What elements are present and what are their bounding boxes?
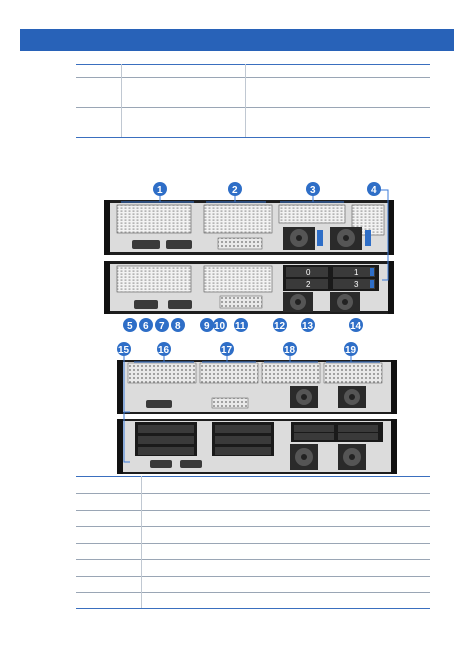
callout-4: 4	[367, 182, 381, 196]
svg-text:5: 5	[127, 321, 133, 332]
callout-9: 9	[200, 318, 214, 332]
callout-group-bottom: 15 16 17 18 19	[117, 342, 358, 356]
table-col-divider	[121, 64, 122, 137]
chassis-d	[117, 419, 397, 474]
table-rule	[76, 543, 430, 544]
svg-text:18: 18	[284, 345, 296, 356]
callout-13: 13	[301, 318, 315, 332]
svg-text:2: 2	[232, 185, 238, 196]
table-rule	[76, 576, 430, 577]
callout-17: 17	[220, 342, 234, 356]
callout-12: 12	[273, 318, 287, 332]
callout-14: 14	[349, 318, 363, 332]
svg-text:19: 19	[345, 345, 357, 356]
svg-text:1: 1	[157, 185, 163, 196]
table-col-divider	[245, 64, 246, 137]
table-rule	[76, 559, 430, 560]
callout-8: 8	[171, 318, 185, 332]
table-rule	[76, 608, 430, 609]
chassis-b: 0 1 2 3	[104, 261, 394, 314]
svg-text:14: 14	[350, 321, 362, 332]
callout-2: 2	[228, 182, 242, 196]
drive-label: 3	[354, 280, 359, 289]
callout-1: 1	[153, 182, 167, 196]
callout-19: 19	[344, 342, 358, 356]
callout-3: 3	[306, 182, 320, 196]
table-rule	[76, 107, 430, 108]
callout-5: 5	[123, 318, 137, 332]
chassis-a	[104, 200, 394, 255]
table-rule	[76, 592, 430, 593]
svg-text:4: 4	[371, 185, 377, 196]
svg-text:11: 11	[235, 321, 246, 332]
callout-10: 10	[213, 318, 227, 332]
table-rule	[76, 476, 430, 477]
callout-6: 6	[139, 318, 153, 332]
callout-15: 15	[117, 342, 131, 356]
section-header-bar	[20, 29, 454, 51]
drive-label: 0	[306, 268, 311, 277]
drive-label: 2	[306, 280, 311, 289]
table-rule	[76, 510, 430, 511]
drive-label: 1	[354, 268, 359, 277]
svg-text:13: 13	[302, 321, 314, 332]
table-rule	[76, 493, 430, 494]
table-rule	[76, 526, 430, 527]
table-col-divider	[141, 476, 142, 608]
callout-group-top: 1 2 3 4 5 6 7 8 9 10 11 12 13 14	[123, 182, 381, 332]
svg-text:3: 3	[310, 185, 316, 196]
svg-text:8: 8	[175, 321, 181, 332]
callout-7: 7	[155, 318, 169, 332]
chassis-c	[117, 360, 397, 414]
svg-text:12: 12	[274, 321, 286, 332]
svg-text:10: 10	[214, 321, 226, 332]
table-rule	[76, 64, 430, 65]
svg-text:17: 17	[221, 345, 233, 356]
svg-text:16: 16	[158, 345, 170, 356]
svg-text:6: 6	[143, 321, 149, 332]
table-rule	[76, 137, 430, 138]
table-rule	[76, 77, 430, 78]
svg-text:9: 9	[204, 321, 210, 332]
callout-18: 18	[283, 342, 297, 356]
leader-lines	[121, 189, 389, 463]
callout-16: 16	[157, 342, 171, 356]
svg-text:7: 7	[159, 321, 165, 332]
svg-text:15: 15	[118, 345, 130, 356]
callout-11: 11	[234, 318, 248, 332]
